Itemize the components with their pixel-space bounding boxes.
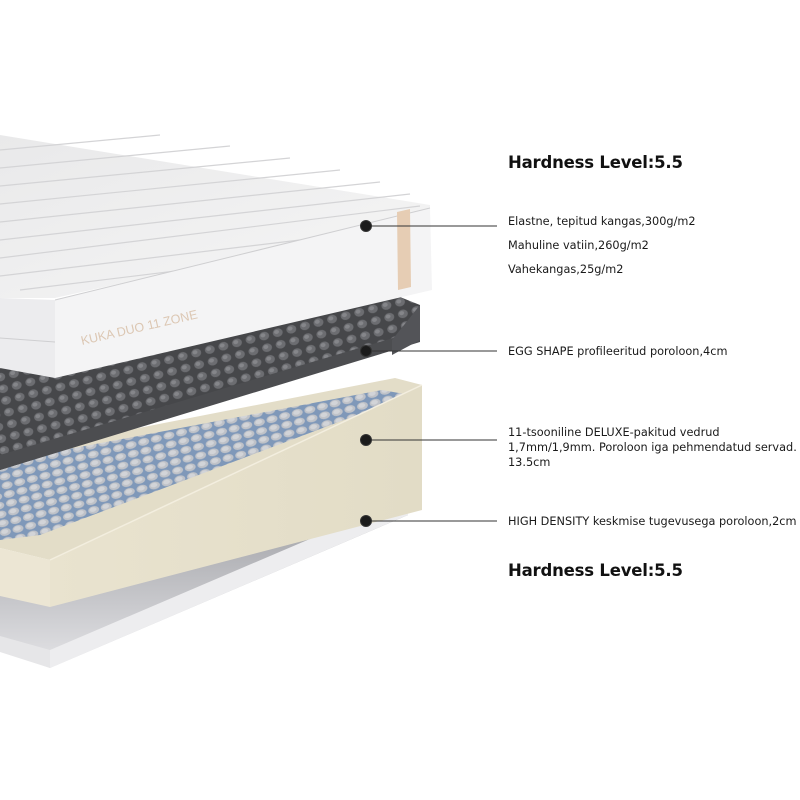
callout-markers	[360, 220, 497, 527]
cover-spec-line: Vahekangas,25g/m2	[508, 263, 624, 276]
marker-dot-egg-foam	[360, 345, 372, 357]
egg-foam-spec: EGG SHAPE profileeritud poroloon,4cm	[508, 344, 727, 359]
top-mattress: KUKA DUO 11 ZONE	[0, 134, 432, 378]
base-foam-spec-line: HIGH DENSITY keskmise tugevusega poroloo…	[508, 515, 797, 528]
hardness-level-top: Hardness Level:5.5	[508, 153, 683, 172]
cover-spec: Elastne, tepitud kangas,300g/m2 Mahuline…	[508, 210, 696, 282]
springs-spec: 11-tsooniline DELUXE-pakitud vedrud 1,7m…	[508, 425, 797, 470]
cover-spec-line: Mahuline vatiin,260g/m2	[508, 239, 649, 252]
springs-spec-line: 11-tsooniline DELUXE-pakitud vedrud	[508, 426, 720, 439]
base-foam-spec: HIGH DENSITY keskmise tugevusega poroloo…	[508, 514, 797, 529]
marker-dot-springs	[360, 434, 372, 446]
cover-spec-line: Elastne, tepitud kangas,300g/m2	[508, 215, 696, 228]
spring-frame-layer	[0, 378, 423, 607]
marker-dot-cover	[360, 220, 372, 232]
egg-foam-spec-line: EGG SHAPE profileeritud poroloon,4cm	[508, 345, 728, 358]
marker-dot-base-foam	[360, 515, 372, 527]
hardness-level-bottom: Hardness Level:5.5	[508, 561, 683, 580]
springs-spec-line: 13.5cm	[508, 456, 551, 469]
springs-spec-line: 1,7mm/1,9mm. Poroloon iga pehmendatud se…	[508, 441, 797, 454]
